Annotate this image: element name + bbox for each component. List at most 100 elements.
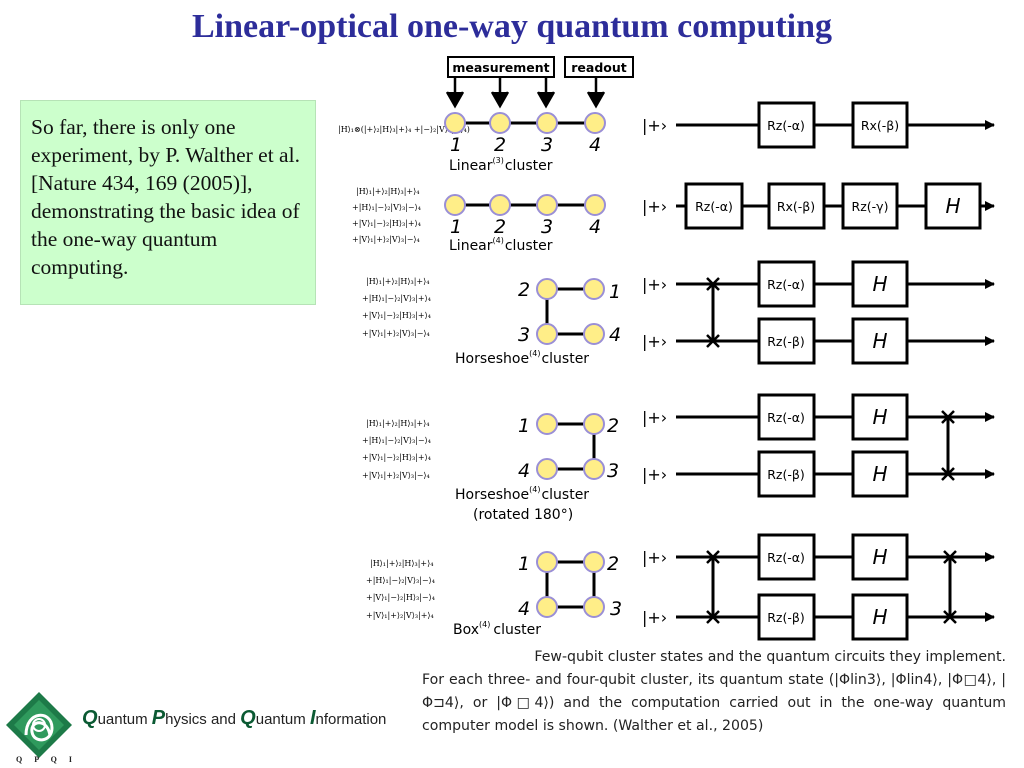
- state-line: +|V⟩₁|−⟩₂|H⟩₃|−⟩₄: [366, 593, 435, 602]
- gate-rz-alpha: Rz(-α): [695, 199, 733, 214]
- state-line: |H⟩₁|+⟩₂|H⟩₃|+⟩₄: [356, 187, 419, 196]
- qubit: [536, 458, 558, 480]
- cluster-box: |H⟩₁|+⟩₂|H⟩₃|+⟩₄ +|H⟩₁|−⟩₂|V⟩₃|−⟩₄ +|V⟩₁…: [366, 551, 622, 638]
- experiment-note: So far, there is only one experiment, by…: [20, 100, 316, 305]
- qubit-number: 3: [541, 216, 553, 238]
- qubit-number: 1: [450, 134, 462, 156]
- cluster-label: Horseshoe(4)cluster: [455, 349, 589, 367]
- qubit-number: 2: [518, 279, 530, 301]
- state-line: +|V⟩₁|+⟩₂|V⟩₃|−⟩₄: [362, 329, 430, 338]
- qubit-number: 1: [450, 216, 462, 238]
- qubit: [444, 194, 466, 216]
- state-line: +|H⟩₁|−⟩₂|V⟩₃|−⟩₄: [352, 203, 421, 212]
- qubit-number: 4: [589, 216, 601, 238]
- qubit: [583, 278, 605, 300]
- state-line: |H⟩₁|+⟩₂|H⟩₃|+⟩₄: [366, 277, 429, 286]
- qubit-number: 2: [494, 216, 506, 238]
- state-line: +|V⟩₁|+⟩₂|V⟩₃|+⟩₄: [366, 611, 434, 620]
- gate-rz-alpha: Rz(-α): [767, 118, 805, 133]
- qubit-number: 4: [589, 134, 601, 156]
- qubit-number: 3: [607, 460, 619, 482]
- state-line: +|V⟩₁|−⟩₂|H⟩₃|+⟩₄: [352, 219, 421, 228]
- state-line: +|V⟩₁|+⟩₂|V⟩₃|−⟩₄: [362, 471, 430, 480]
- qubit-number: 2: [607, 415, 619, 437]
- plus-state: |+›: [642, 116, 667, 135]
- qubit: [583, 551, 605, 573]
- qubit: [584, 194, 606, 216]
- qubit-number: 3: [541, 134, 553, 156]
- gate-rx-beta: Rx(-β): [861, 118, 899, 133]
- caption-line-1: Few-qubit cluster states and the quantum…: [534, 649, 1006, 665]
- plus-state: |+›: [642, 332, 667, 351]
- cluster-label: Horseshoe(4)cluster: [455, 485, 589, 503]
- qubit-number: 2: [607, 553, 619, 575]
- state-line: +|H⟩₁|−⟩₂|V⟩₃|+⟩₄: [362, 294, 431, 303]
- cz-gates: [706, 277, 957, 624]
- qubit-number: 4: [609, 324, 621, 346]
- cluster-label: Linear(4)cluster: [449, 236, 553, 254]
- state-line: +|V⟩₁|−⟩₂|H⟩₃|+⟩₄: [362, 453, 431, 462]
- gate-rz-alpha: Rz(-α): [767, 410, 805, 425]
- state-line: +|V⟩₁|+⟩₂|V⟩₃|−⟩₄: [352, 235, 420, 244]
- plus-state: |+›: [642, 275, 667, 294]
- qubit: [536, 278, 558, 300]
- figure-caption: Few-qubit cluster states and the quantum…: [422, 646, 1006, 738]
- qubit: [583, 323, 605, 345]
- gate-hadamard: H: [872, 605, 887, 629]
- qubit-number: 1: [518, 553, 530, 575]
- cluster-linear4: |H⟩₁|+⟩₂|H⟩₃|+⟩₄ +|H⟩₁|−⟩₂|V⟩₃|−⟩₄ +|V⟩₁…: [352, 187, 606, 254]
- state-line: |H⟩₁|+⟩₂|H⟩₃|+⟩₄: [366, 419, 429, 428]
- gate-hadamard: H: [872, 545, 887, 569]
- qubit-number: 4: [518, 598, 530, 620]
- logo-wordmark: Quantum Physics and Quantum Information: [82, 707, 387, 729]
- cluster-horseshoe: |H⟩₁|+⟩₂|H⟩₃|+⟩₄ +|H⟩₁|−⟩₂|V⟩₃|+⟩₄ +|V⟩₁…: [362, 277, 621, 367]
- qubit: [536, 551, 558, 573]
- readout-label: readout: [564, 56, 634, 78]
- qpqi-logo-icon: [6, 692, 72, 758]
- qubit: [536, 413, 558, 435]
- plus-state: |+›: [642, 608, 667, 627]
- cluster-linear3: |H⟩₁⊗(|+⟩₂|H⟩₃|+⟩₄ +|−⟩₂|V⟩₃|−⟩₄) 1 2 3 …: [338, 112, 606, 174]
- plus-state: |+›: [642, 197, 667, 216]
- measurement-label: measurement: [447, 56, 555, 78]
- gate-hadamard: H: [872, 272, 887, 296]
- gate-rz-beta: Rz(-β): [767, 610, 805, 625]
- gate-hadamard: H: [872, 405, 887, 429]
- state-linear3: |H⟩₁⊗(|+⟩₂|H⟩₃|+⟩₄ +|−⟩₂|V⟩₃|−⟩₄): [338, 125, 470, 134]
- readout-text: readout: [571, 60, 627, 75]
- state-line: +|V⟩₁|−⟩₂|H⟩₃|+⟩₄: [362, 311, 431, 320]
- qubit: [444, 112, 466, 134]
- qubit: [489, 112, 511, 134]
- qubit-number: 2: [494, 134, 506, 156]
- qubit-number: 3: [610, 598, 622, 620]
- qubit: [536, 596, 558, 618]
- qubit-number: 3: [518, 324, 530, 346]
- measurement-text: measurement: [452, 60, 549, 75]
- caption-body: For each three- and four-qubit cluster, …: [422, 672, 1006, 734]
- qubit: [536, 323, 558, 345]
- plus-state: |+›: [642, 408, 667, 427]
- plus-state: |+›: [642, 548, 667, 567]
- qubit: [584, 112, 606, 134]
- cluster-label: Box(4)cluster: [453, 620, 541, 638]
- qubit-number: 1: [609, 281, 621, 303]
- gate-rz-gamma: Rz(-γ): [852, 199, 889, 214]
- gate-rx-beta: Rx(-β): [777, 199, 815, 214]
- gate-hadamard: H: [872, 329, 887, 353]
- state-line: +|H⟩₁|−⟩₂|V⟩₃|−⟩₄: [362, 436, 431, 445]
- state-line: |H⟩₁|+⟩₂|H⟩₃|+⟩₄: [370, 559, 433, 568]
- gate-rz-alpha: Rz(-α): [767, 277, 805, 292]
- gate-rz-beta: Rz(-β): [767, 334, 805, 349]
- qubit: [536, 112, 558, 134]
- cluster-label: Linear(3)cluster: [449, 156, 553, 174]
- qubit: [583, 413, 605, 435]
- gate-rz-alpha: Rz(-α): [767, 550, 805, 565]
- gate-hadamard: H: [945, 194, 960, 218]
- gate-boxes: Rz(-α) Rx(-β) Rz(-α) Rx(-β) Rz(-γ) Rz(-α…: [684, 101, 982, 641]
- cluster-label-rotated: (rotated 180°): [473, 507, 573, 523]
- state-line: +|H⟩₁|−⟩₂|V⟩₃|−⟩₄: [366, 576, 435, 585]
- qubit-number: 4: [518, 460, 530, 482]
- gate-hadamard: H: [872, 462, 887, 486]
- logo-abbrev: Q P Q I: [16, 755, 78, 764]
